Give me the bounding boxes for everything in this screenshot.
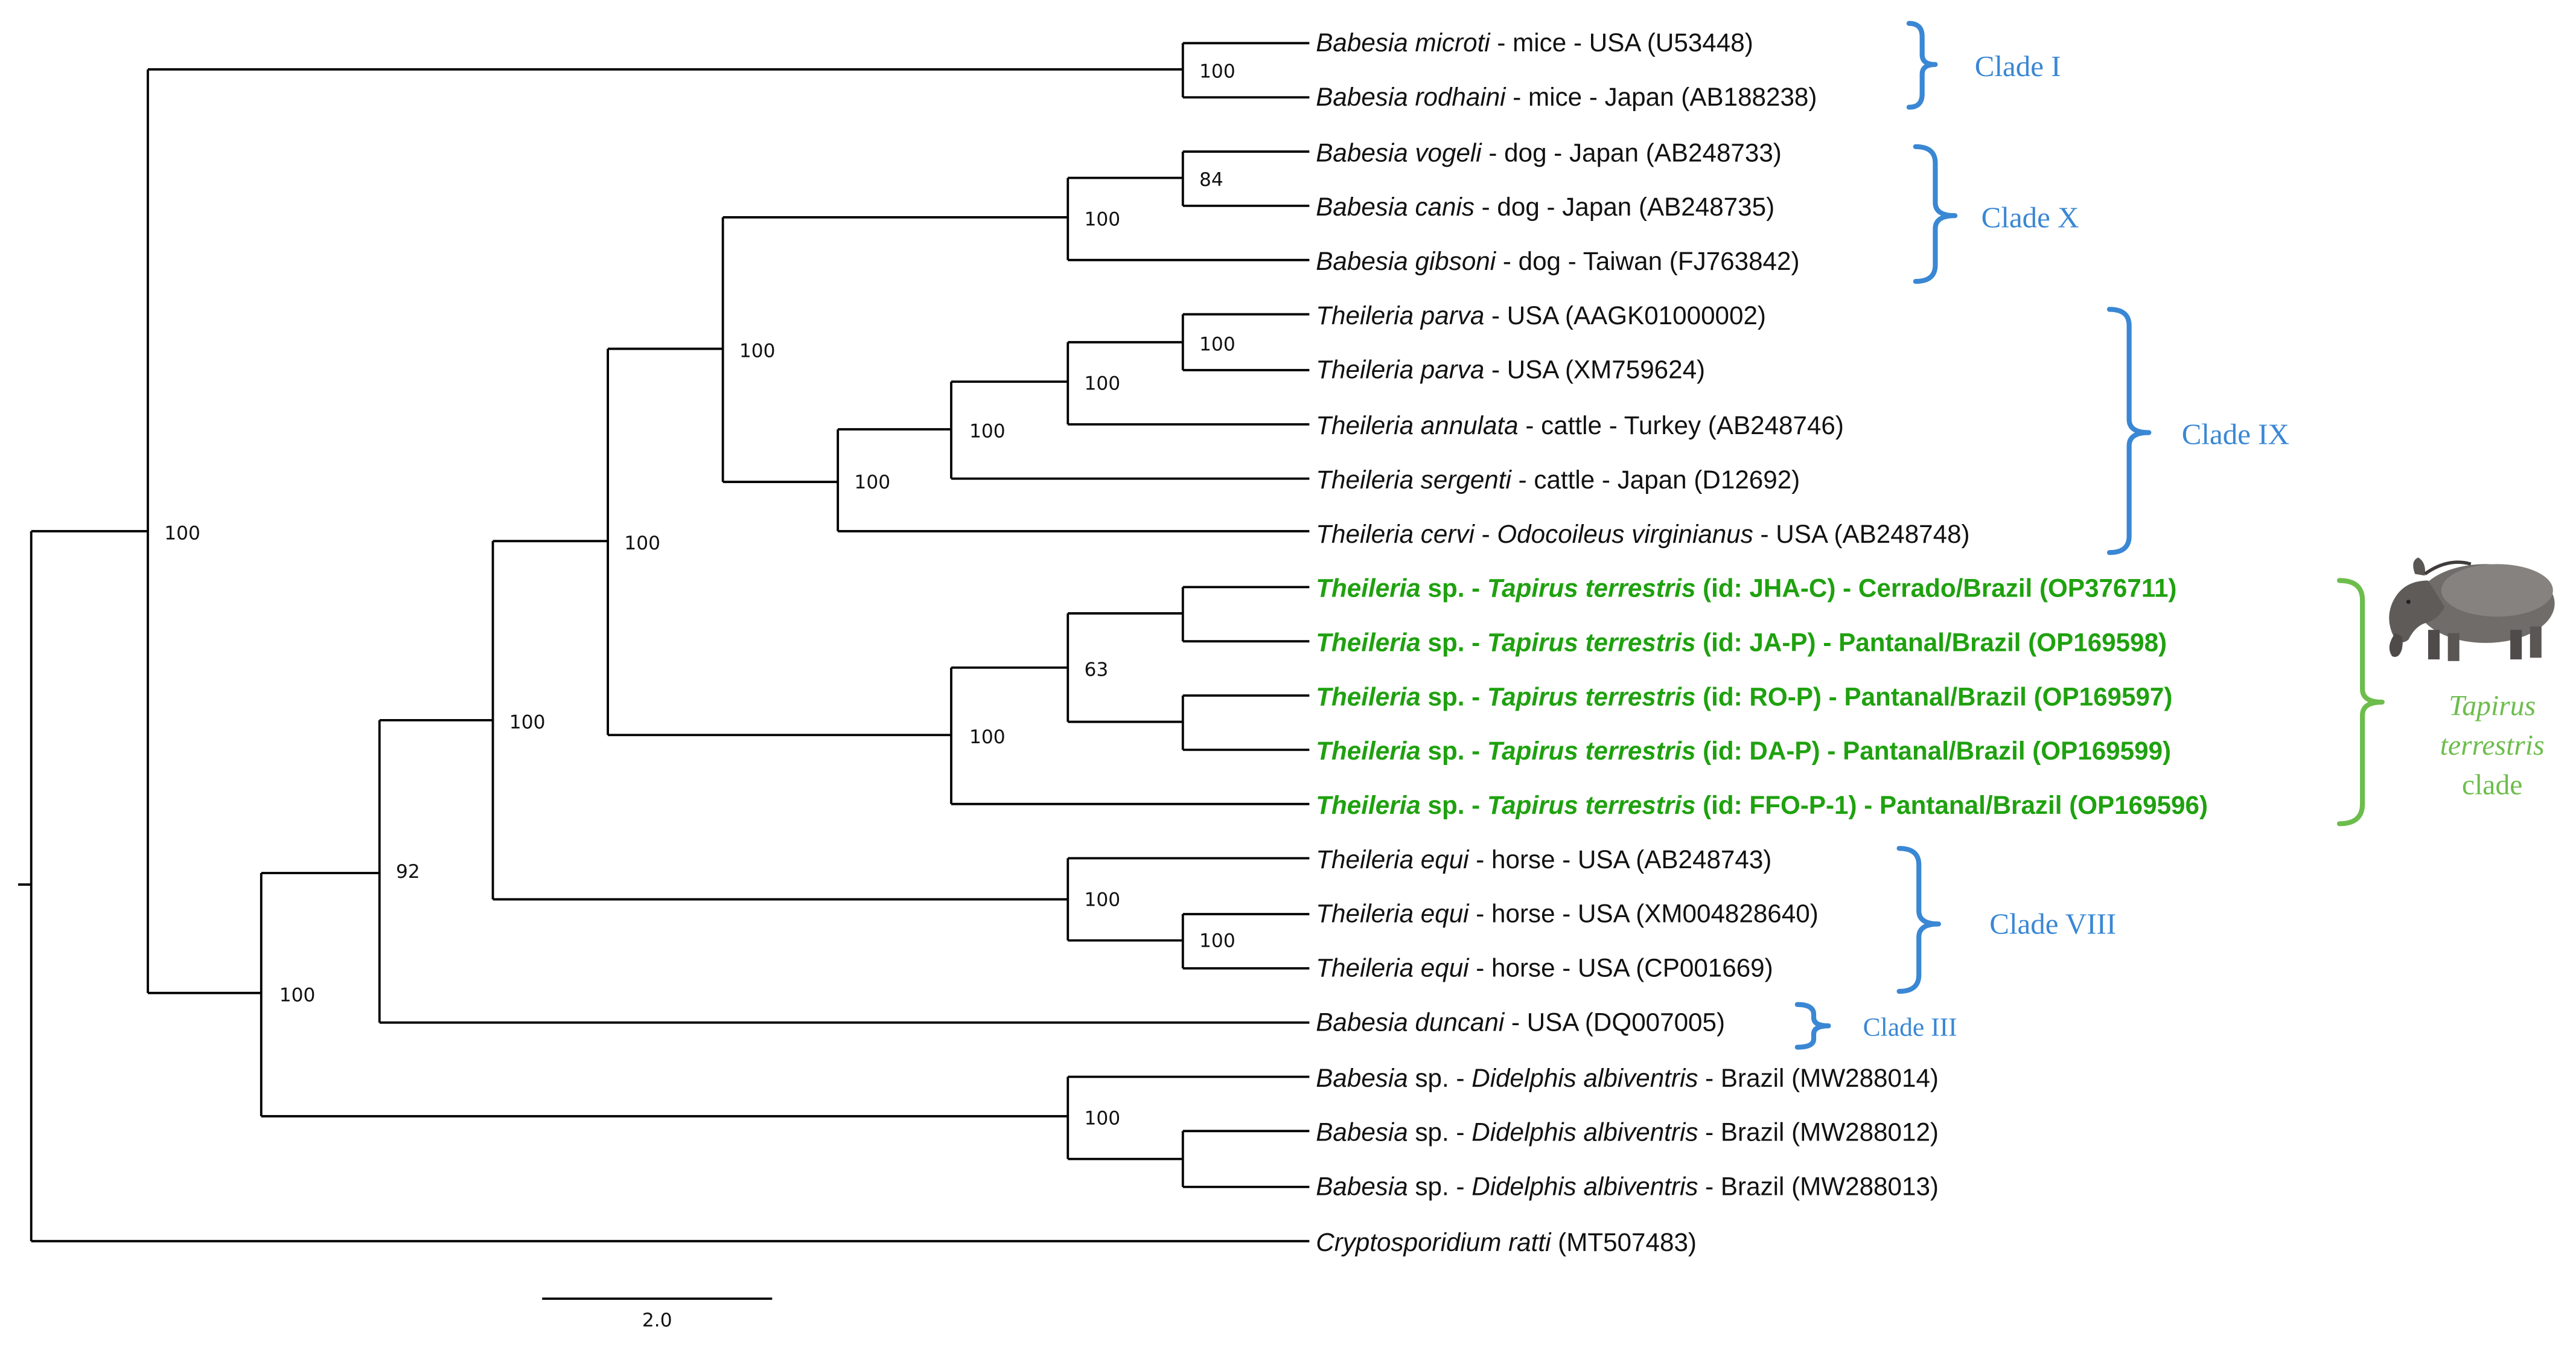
branch [1181, 313, 1310, 371]
clade-i-brace [1906, 21, 1938, 110]
tapirus-clade-brace [2336, 578, 2385, 827]
support-value: 100 [624, 533, 660, 554]
tapir-back-highlight [2441, 564, 2553, 617]
support-value: 100 [1199, 333, 1235, 355]
clade-ix-label: Clade IX [2182, 418, 2289, 451]
branch [1181, 913, 1310, 970]
support-value: 100 [279, 984, 316, 1006]
branch [1181, 1130, 1310, 1188]
branch [950, 380, 1310, 480]
tip-label: Theileria equi - horse - USA (AB248743) [1316, 845, 1771, 874]
branch [607, 347, 952, 737]
tip-label: Babesia duncani - USA (DQ007005) [1316, 1008, 1725, 1036]
branch [1066, 857, 1310, 942]
support-value: 84 [1199, 169, 1223, 191]
support-value: 100 [1199, 930, 1235, 952]
tip-label: Theileria parva - USA (XM759624) [1316, 356, 1705, 384]
support-value: 100 [1084, 1107, 1120, 1129]
branch [1066, 1075, 1310, 1160]
support-value: 100 [1084, 373, 1120, 395]
support-value: 100 [509, 711, 546, 733]
branch [1066, 176, 1310, 261]
clade-viii-label: Clade VIII [1989, 907, 2116, 941]
clade-x-brace [1913, 144, 1958, 284]
tip-label-tapirus: Theileria sp. - Tapirus terrestris (id: … [1316, 737, 2171, 765]
tip-label: Cryptosporidium ratti (MT507483) [1316, 1228, 1697, 1256]
branch [1181, 150, 1310, 207]
support-value: 100 [1084, 209, 1120, 231]
branch [378, 718, 1310, 1024]
branch [1181, 694, 1310, 751]
tip-label-tapirus: Theileria sp. - Tapirus terrestris (id: … [1316, 791, 2208, 819]
tip-label: Babesia microti - mice - USA (U53448) [1316, 28, 1753, 57]
support-value: 100 [969, 726, 1006, 748]
tip-label: Babesia rodhaini - mice - Japan (AB18823… [1316, 83, 1817, 111]
tapir-leg [2428, 630, 2440, 660]
tree-branches [18, 42, 1310, 1243]
support-value: 63 [1084, 659, 1108, 680]
clade-iii-brace [1794, 1002, 1831, 1050]
tapir-head [2389, 580, 2445, 642]
tapirus-clade-label-line1: Tapirus [2449, 691, 2536, 722]
clade-viii-brace [1896, 846, 1941, 994]
support-value: 100 [854, 472, 890, 493]
support-value: 100 [1084, 889, 1120, 910]
tip-label-tapirus: Theileria sp. - Tapirus terrestris (id: … [1316, 629, 2167, 657]
tip-label: Babesia sp. - Didelphis albiventris - Br… [1316, 1118, 1939, 1147]
clade-x-label: Clade X [1981, 200, 2079, 234]
tapir-illustration [2389, 557, 2555, 661]
scale-bar: 2.0 [542, 1297, 773, 1331]
tapir-leg [2510, 630, 2522, 660]
support-value: 100 [739, 340, 776, 362]
tip-label: Babesia vogeli - dog - Japan (AB248733) [1316, 138, 1782, 167]
tip-label: Theileria parva - USA (AAGK01000002) [1316, 301, 1766, 330]
tip-labels: Babesia microti - mice - USA (U53448) Ba… [1316, 28, 2208, 1256]
tip-label: Theileria equi - horse - USA (CP001669) [1316, 953, 1773, 982]
branch [950, 666, 1310, 805]
tip-label-tapirus: Theileria sp. - Tapirus terrestris (id: … [1316, 574, 2176, 603]
support-values: 100 84 100 100 100 100 100 100 63 100 10… [164, 61, 1235, 1130]
tapir-mane [2424, 560, 2472, 575]
tip-label: Theileria sergenti - cattle - Japan (D12… [1316, 465, 1800, 494]
branch [147, 68, 1183, 994]
tip-label: Theileria equi - horse - USA (XM00482864… [1316, 900, 1818, 928]
clade-ix-brace [2106, 307, 2152, 555]
support-value: 100 [969, 421, 1006, 443]
tip-label: Babesia gibsoni - dog - Taiwan (FJ763842… [1316, 247, 1799, 275]
tip-label-tapirus: Theileria sp. - Tapirus terrestris (id: … [1316, 682, 2172, 711]
branch [1181, 586, 1310, 643]
tapir-leg [2447, 633, 2460, 661]
support-value: 92 [396, 861, 420, 883]
scale-bar-label: 2.0 [642, 1310, 672, 1331]
clade-iii-label: Clade III [1863, 1012, 1957, 1041]
branch [491, 540, 1068, 901]
tapirus-clade-label-line3: clade [2462, 769, 2522, 801]
support-value: 100 [164, 522, 200, 544]
branch [1066, 341, 1310, 426]
clade-i-label: Clade I [1975, 50, 2061, 83]
tapir-eye [2406, 600, 2411, 604]
tip-label: Babesia sp. - Didelphis albiventris - Br… [1316, 1172, 1939, 1200]
branch [1066, 612, 1183, 723]
branch [260, 872, 1068, 1118]
clade-annotations: Clade I Clade X Clade IX Tapirus terrest… [1794, 21, 2545, 1050]
support-value: 100 [1199, 61, 1235, 83]
branch [837, 428, 1310, 533]
branch [1181, 42, 1310, 99]
branch [30, 529, 1310, 1243]
tip-label: Theileria annulata - cattle - Turkey (AB… [1316, 411, 1844, 440]
tip-label: Theileria cervi - Odocoileus virginianus… [1316, 520, 1969, 548]
tapir-leg [2530, 626, 2542, 658]
tapirus-clade-label-line2: terrestris [2440, 730, 2545, 761]
tapir-ear [2413, 557, 2426, 576]
tip-label: Babesia sp. - Didelphis albiventris - Br… [1316, 1064, 1939, 1092]
branch [721, 216, 1068, 484]
tip-label: Babesia canis - dog - Japan (AB248735) [1316, 193, 1774, 221]
tapir-snout [2389, 633, 2403, 657]
